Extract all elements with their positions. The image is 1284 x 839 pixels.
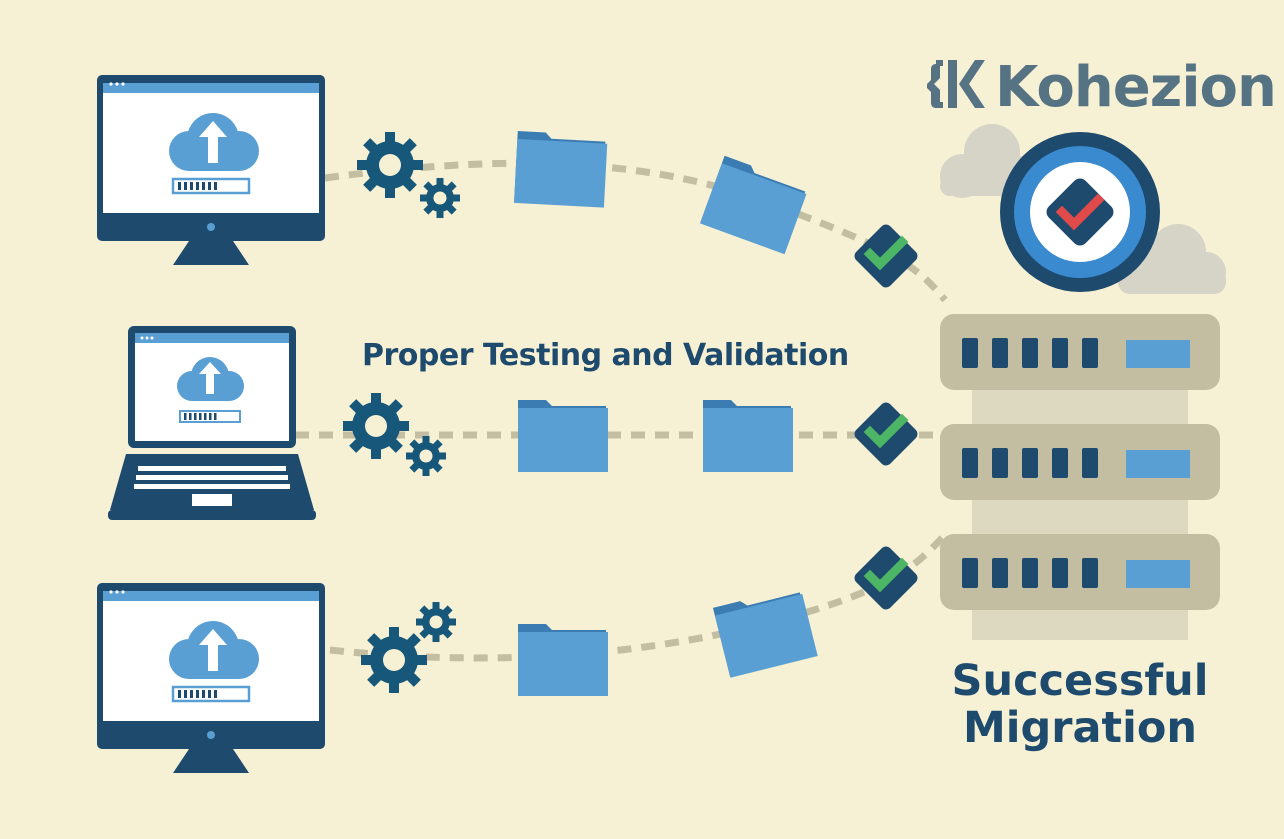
gears-icon-middle (343, 393, 446, 476)
folder-icon (703, 400, 793, 472)
server-rack (940, 314, 1220, 640)
folder-icon (518, 624, 608, 696)
outcome-line1: Successful (952, 656, 1209, 706)
verified-check-badge-icon (1000, 132, 1160, 292)
source-desktop-bottom (95, 581, 327, 775)
folder-icon (514, 130, 608, 208)
gears-icon-top (357, 132, 460, 218)
source-laptop-middle (108, 326, 316, 520)
brand-name: Kohezion (995, 55, 1276, 120)
connector-top (324, 159, 948, 303)
server-unit (940, 534, 1220, 610)
check-icon-middle (852, 400, 920, 468)
outcome-line2: Migration (963, 703, 1197, 753)
source-desktop-top (95, 73, 327, 267)
brand-logo: Kohezion (927, 55, 1277, 120)
server-unit (940, 424, 1220, 500)
kohezion-bracket-logo-icon (927, 60, 985, 108)
cloud-upload-icon (177, 357, 244, 401)
check-icon-top (852, 222, 920, 290)
folder-icon (518, 400, 608, 472)
check-icon-bottom (852, 544, 920, 612)
folder-icon (700, 155, 810, 255)
middle-heading: Proper Testing and Validation (362, 338, 849, 373)
server-unit (940, 314, 1220, 390)
gears-icon-bottom (361, 602, 456, 693)
folder-icon (712, 586, 818, 678)
connector-bottom (329, 532, 948, 662)
